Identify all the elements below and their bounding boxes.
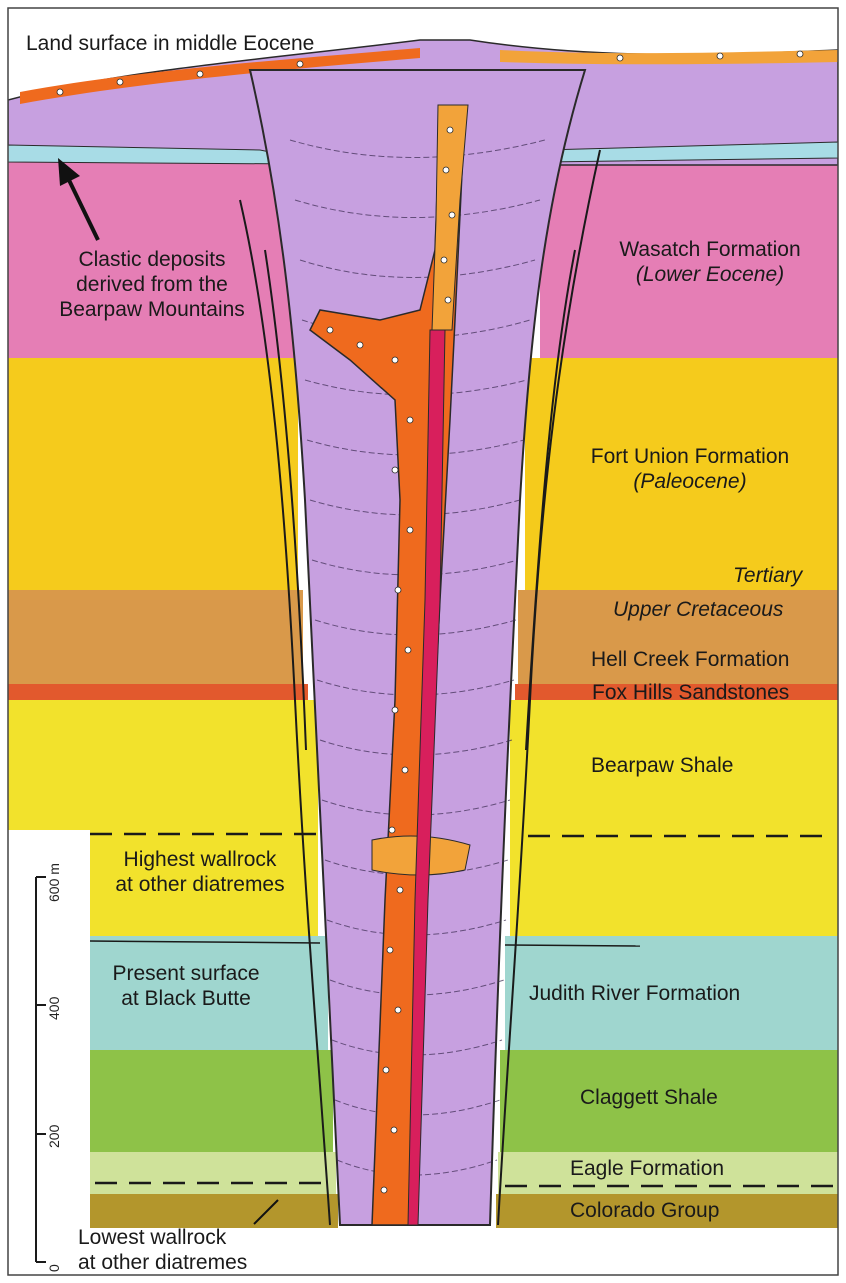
scale-tick-400: 400 — [46, 997, 62, 1020]
present-surface-label: Present surface at Black Butte — [86, 962, 286, 1012]
clastic-label-line1: Clastic deposits — [12, 248, 292, 273]
present-line2: at Black Butte — [86, 987, 286, 1012]
eagle-label: Eagle Formation — [570, 1157, 724, 1182]
wasatch-label: Wasatch Formation (Lower Eocene) — [580, 238, 840, 288]
lowest-line1: Lowest wallrock — [78, 1226, 247, 1251]
lowest-line2: at other diatremes — [78, 1251, 247, 1276]
scale-tick-200: 200 — [46, 1125, 62, 1148]
bearpaw-label: Bearpaw Shale — [591, 754, 733, 779]
clastic-label-line3: Bearpaw Mountains — [12, 298, 292, 323]
foxhills-label: Fox Hills Sandstones — [592, 681, 789, 706]
tertiary-label: Tertiary — [733, 564, 802, 589]
surface-orange-band-right — [500, 50, 838, 64]
layer-bearpaw-right — [510, 700, 838, 936]
title-label: Land surface in middle Eocene — [26, 32, 314, 57]
fortunion-label: Fort Union Formation (Paleocene) — [545, 445, 835, 495]
scale-unit-label: 600 m — [46, 863, 62, 902]
highest-wallrock-label: Highest wallrock at other diatremes — [80, 848, 320, 898]
claggett-label: Claggett Shale — [580, 1086, 718, 1111]
present-line1: Present surface — [86, 962, 286, 987]
layer-hellcreek-left — [8, 590, 303, 684]
layer-foxhills-left — [8, 684, 308, 700]
judith-label: Judith River Formation — [529, 982, 740, 1007]
colorado-label: Colorado Group — [570, 1199, 719, 1224]
highest-line2: at other diatremes — [80, 873, 320, 898]
clastic-label-line2: derived from the — [12, 273, 292, 298]
upper-cretaceous-label: Upper Cretaceous — [613, 598, 783, 623]
wasatch-age: (Lower Eocene) — [580, 263, 840, 288]
hellcreek-label: Hell Creek Formation — [591, 648, 789, 673]
scale-tick-0: 0 — [46, 1264, 62, 1272]
wasatch-name: Wasatch Formation — [580, 238, 840, 263]
fortunion-age: (Paleocene) — [545, 470, 835, 495]
highest-line1: Highest wallrock — [80, 848, 320, 873]
clastic-label: Clastic deposits derived from the Bearpa… — [12, 248, 292, 322]
lowest-wallrock-label: Lowest wallrock at other diatremes — [78, 1226, 247, 1276]
fortunion-name: Fort Union Formation — [545, 445, 835, 470]
layer-fortunion-left — [8, 358, 298, 590]
